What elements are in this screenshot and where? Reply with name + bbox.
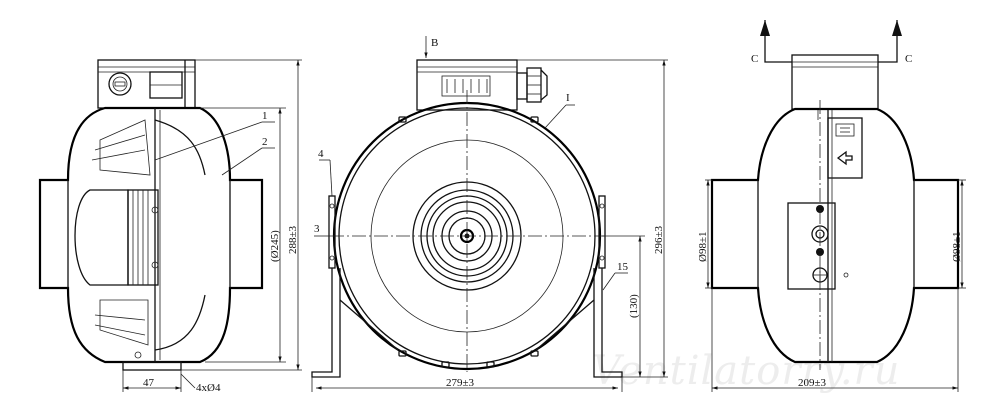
- callout-3: 3: [314, 223, 320, 235]
- dim-279: 279±3: [446, 377, 475, 389]
- dim-holes: 4xØ4: [196, 382, 221, 394]
- dim-245: (Ø245): [269, 230, 281, 262]
- dim-98-right: Ø98±1: [951, 232, 963, 262]
- rim-studs: [398, 116, 539, 368]
- callout-4: 4: [318, 148, 324, 160]
- watermark: Ventilatorry.ru: [592, 348, 900, 394]
- callout-2: 2: [262, 136, 268, 148]
- section-c-right: C: [905, 53, 912, 65]
- dim-98-left: Ø98±1: [697, 232, 709, 262]
- dim-209: 209±3: [798, 377, 827, 389]
- section-c-left: C: [751, 53, 758, 65]
- callout-15: 15: [617, 261, 629, 273]
- view-b-label: B: [431, 37, 438, 49]
- cable-gland-icon: [108, 72, 132, 96]
- front-view: B: [311, 36, 668, 392]
- right-side-view: C C Ø98±1: [697, 20, 966, 392]
- dim-288: 288±3: [287, 225, 299, 254]
- dim-296: 296±3: [653, 225, 665, 254]
- dim-47: 47: [143, 377, 155, 389]
- dim-130: (130): [628, 294, 640, 318]
- callout-1: 1: [262, 110, 268, 122]
- left-side-view: 1 2 47 4xØ4 (Ø245) 288±3: [38, 59, 302, 394]
- callout-i: I: [566, 92, 570, 104]
